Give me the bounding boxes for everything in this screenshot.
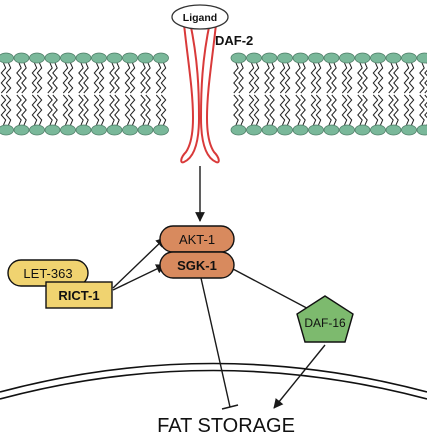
lipid-head	[91, 124, 107, 136]
lipid-head	[122, 124, 138, 136]
lipid-heads-top	[0, 52, 427, 64]
lipid-head	[261, 52, 278, 64]
inhibit-bar-fat-storage	[221, 404, 239, 410]
ligand-shape	[171, 4, 229, 30]
lipid-head	[0, 52, 14, 64]
arrow-rict1-to-sgk1	[112, 264, 166, 291]
lipid-head	[153, 52, 169, 64]
lipid-head	[246, 52, 262, 64]
daf16-label: DAF-16	[304, 316, 346, 330]
lipid-head	[323, 124, 340, 136]
lipid-head	[370, 124, 386, 136]
lipid-head	[106, 124, 123, 136]
lipid-tails-top	[0, 62, 427, 94]
lipid-head	[308, 124, 324, 136]
ligand: Ligand	[171, 4, 229, 30]
lipid-head	[137, 124, 154, 136]
lipid-head	[370, 52, 386, 64]
inhibit-sgk1-to-fat-storage	[200, 277, 231, 408]
lipid-head	[323, 52, 340, 64]
lipid-head	[75, 124, 92, 136]
lipid-tails-bottom	[0, 94, 427, 126]
lipid-head	[354, 52, 371, 64]
akt1-label: AKT-1	[179, 232, 215, 247]
lipid-head	[0, 124, 14, 136]
lipid-head	[416, 52, 427, 64]
lipid-head	[230, 52, 247, 64]
lipid-head	[401, 52, 417, 64]
lipid-head	[13, 124, 30, 136]
pathway-edges	[112, 166, 326, 410]
lipid-head	[261, 124, 278, 136]
lipid-head	[13, 52, 30, 64]
rict1-label: RICT-1	[58, 288, 99, 303]
lipid-head	[29, 52, 45, 64]
akt1-node: AKT-1	[159, 225, 235, 253]
lipid-head	[277, 52, 293, 64]
lipid-head	[106, 52, 123, 64]
lipid-head	[292, 52, 309, 64]
rict1-node: RICT-1	[45, 281, 113, 309]
receptor-label: DAF-2	[215, 33, 253, 48]
let363-label: LET-363	[23, 266, 72, 281]
lipid-heads-bottom	[0, 124, 427, 136]
lipid-head	[277, 124, 293, 136]
lipid-head	[308, 52, 324, 64]
lipid-head	[339, 124, 355, 136]
lipid-head	[29, 124, 45, 136]
lipid-head	[354, 124, 371, 136]
fat-storage-label: FAT STORAGE	[157, 415, 295, 437]
inhibit-sgk1-to-daf16	[232, 268, 319, 315]
lipid-head	[122, 52, 138, 64]
sgk1-shape	[159, 251, 235, 279]
lipid-head	[44, 124, 61, 136]
daf16-node: DAF-16	[296, 295, 354, 343]
sgk1-node: SGK-1	[159, 251, 235, 279]
rict1-shape	[45, 281, 113, 309]
nuclear-envelope	[0, 362, 427, 400]
lipid-head	[416, 124, 427, 136]
ligand-label: Ligand	[183, 12, 217, 24]
arrow-daf16-to-fat-storage	[273, 344, 326, 409]
cell-membrane-bilayer	[0, 52, 427, 136]
receptor-right-strand	[199, 20, 220, 164]
lipid-head	[401, 124, 417, 136]
lipid-head	[230, 124, 247, 136]
lipid-head	[137, 52, 154, 64]
lipid-head	[385, 52, 402, 64]
sgk1-label: SGK-1	[177, 258, 217, 273]
lipid-head	[385, 124, 402, 136]
lipid-head	[292, 124, 309, 136]
lipid-head	[75, 52, 92, 64]
lipid-head	[44, 52, 61, 64]
lipid-head	[246, 124, 262, 136]
lipid-head	[91, 52, 107, 64]
lipid-head	[339, 52, 355, 64]
receptor-left-strand	[180, 20, 201, 164]
lipid-head	[60, 52, 76, 64]
daf16-shape	[296, 295, 354, 343]
arrow-rict1-to-akt1	[112, 237, 166, 289]
lipid-head	[60, 124, 76, 136]
lipid-head	[153, 124, 169, 136]
daf2-receptor	[180, 20, 220, 164]
